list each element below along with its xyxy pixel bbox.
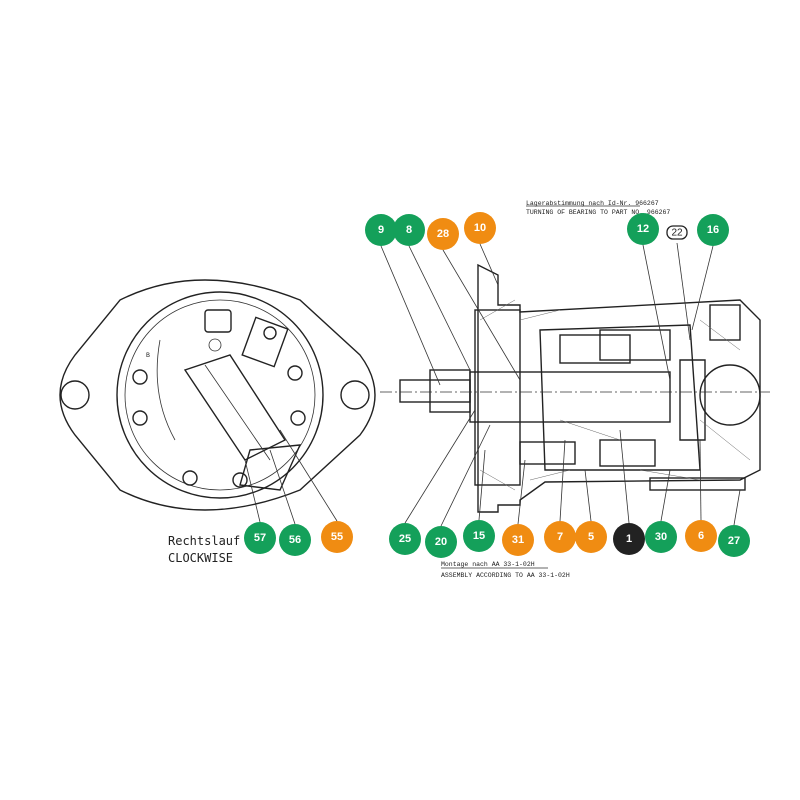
svg-text:9: 9 [378,224,384,236]
svg-text:10: 10 [474,222,486,234]
svg-text:12: 12 [637,223,649,235]
svg-text:56: 56 [289,534,301,546]
svg-text:16: 16 [707,224,719,236]
svg-text:6: 6 [698,530,704,542]
svg-text:8: 8 [406,224,412,236]
svg-text:31: 31 [512,534,524,546]
section-view [380,263,770,513]
marker-16[interactable]: 16 [697,214,729,246]
marker-30[interactable]: 30 [645,521,677,553]
marker-7[interactable]: 7 [544,521,576,553]
marker-27[interactable]: 27 [718,525,750,557]
marker-9[interactable]: 9 [365,214,397,246]
marker-55[interactable]: 55 [321,521,353,553]
marker-5[interactable]: 5 [575,521,607,553]
marker-31[interactable]: 31 [502,524,534,556]
marker-25[interactable]: 25 [389,523,421,555]
marker-1[interactable]: 1 [613,523,645,555]
marker-6[interactable]: 6 [685,520,717,552]
marker-10[interactable]: 10 [464,212,496,244]
marker-15[interactable]: 15 [463,520,495,552]
marker-20[interactable]: 20 [425,526,457,558]
marker-8[interactable]: 8 [393,214,425,246]
marker-57[interactable]: 57 [244,522,276,554]
marker-12[interactable]: 12 [627,213,659,245]
svg-text:30: 30 [655,531,667,543]
svg-text:7: 7 [557,531,563,543]
assembly-note-de: Montage nach AA 33-1-02H [441,561,535,568]
svg-text:22: 22 [671,228,683,239]
port-b-label: B [146,352,150,359]
rotation-label-de: Rechtslauf [168,534,240,548]
marker-28[interactable]: 28 [427,218,459,250]
assembly-note-en: ASSEMBLY ACCORDING TO AA 33-1-02H [441,572,570,579]
svg-text:15: 15 [473,530,485,542]
svg-text:5: 5 [588,531,594,543]
rotation-label-en: CLOCKWISE [168,551,233,565]
svg-text:1: 1 [626,533,632,545]
svg-text:20: 20 [435,536,447,548]
front-view: B [59,279,376,511]
marker-22[interactable]: 22 [666,225,688,240]
bearing-note-en: TURNING OF BEARING TO PART NO. 966267 [526,209,670,216]
bearing-note-de: Lagerabstimmung nach Id-Nr. 966267 [526,200,659,207]
marker-56[interactable]: 56 [279,524,311,556]
svg-text:57: 57 [254,532,266,544]
svg-text:27: 27 [728,535,740,547]
svg-text:25: 25 [399,533,411,545]
svg-text:55: 55 [331,531,343,543]
svg-text:28: 28 [437,228,449,240]
